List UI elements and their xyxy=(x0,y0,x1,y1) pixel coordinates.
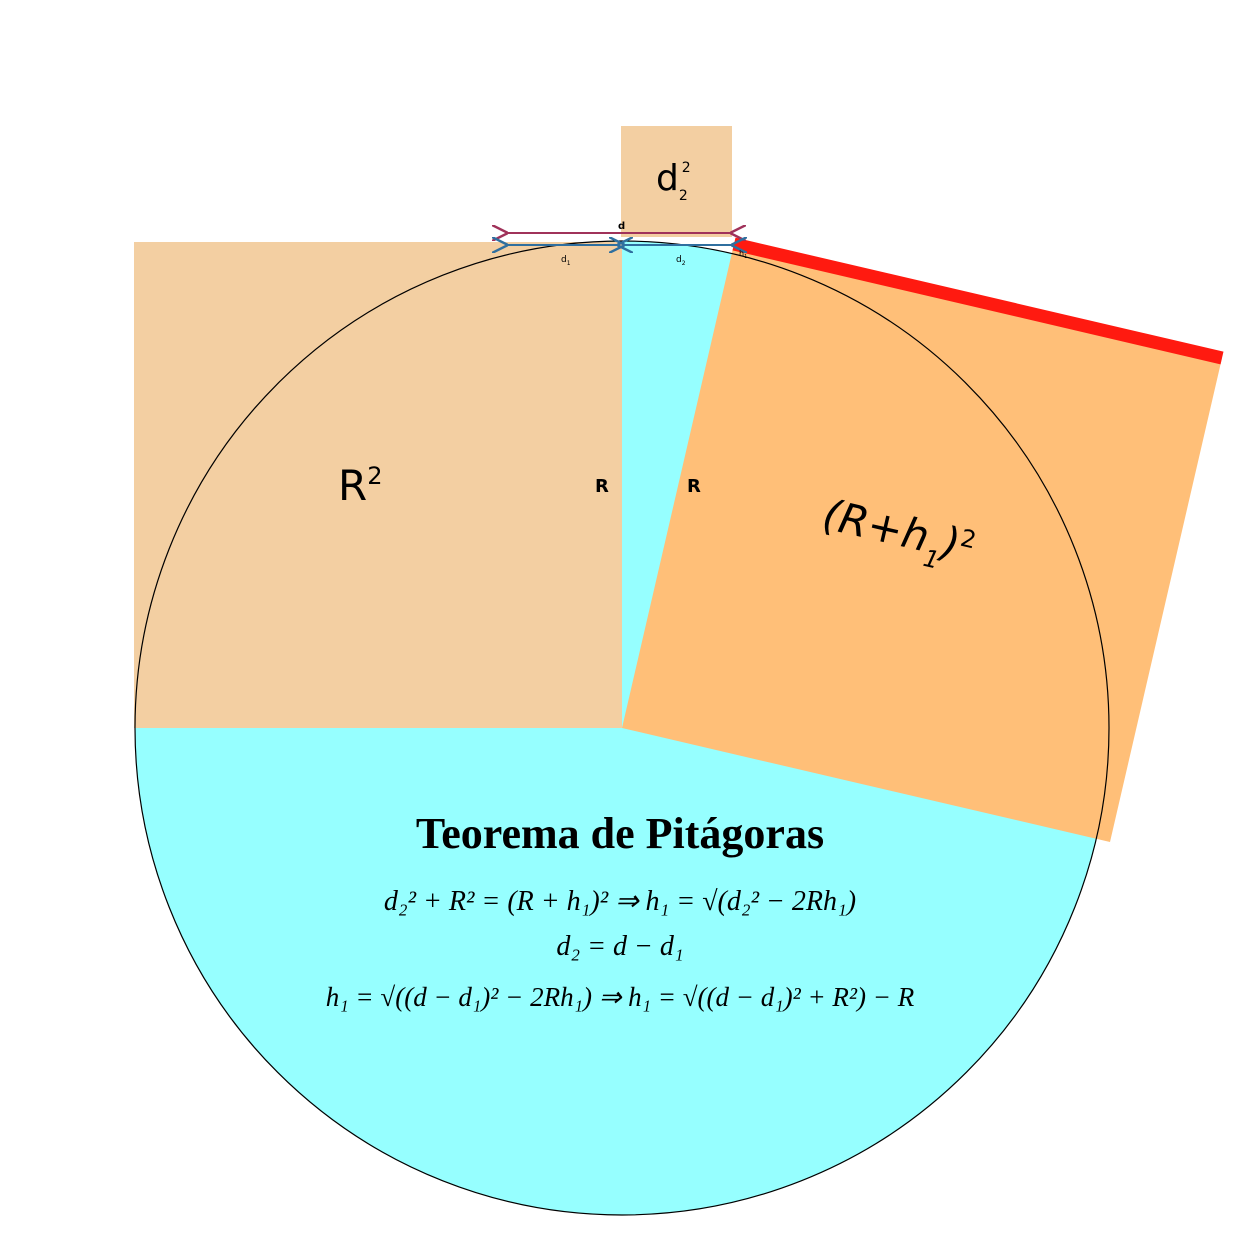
r-plus-h1-squared-square xyxy=(622,244,1222,842)
dim-h1-label: h1 xyxy=(739,249,747,260)
diagram-title: Teorema de Pitágoras xyxy=(416,809,824,858)
dim-d2-label: d2 xyxy=(676,255,686,267)
equation-1: d₂² + R² = (R + h₁)² ⇒ h₁ = √(d₂² − 2Rh₁… xyxy=(384,886,856,917)
d2-squared-square xyxy=(621,126,732,237)
radius-right-label: R xyxy=(687,476,701,497)
radius-left-label: R xyxy=(595,476,609,497)
dim-d-label: d xyxy=(618,221,625,232)
dim-d1-label: d1 xyxy=(561,255,571,267)
h1-highlight-line xyxy=(732,237,1224,365)
r-squared-square xyxy=(134,242,622,728)
r-squared-label: R2 xyxy=(338,461,382,510)
d2-squared-label: d22 xyxy=(656,158,691,204)
equation-3: h₁ = √((d − d₁)² − 2Rh₁) ⇒ h₁ = √((d − d… xyxy=(326,982,915,1012)
equation-2: d₂ = d − d₁ xyxy=(556,931,683,962)
